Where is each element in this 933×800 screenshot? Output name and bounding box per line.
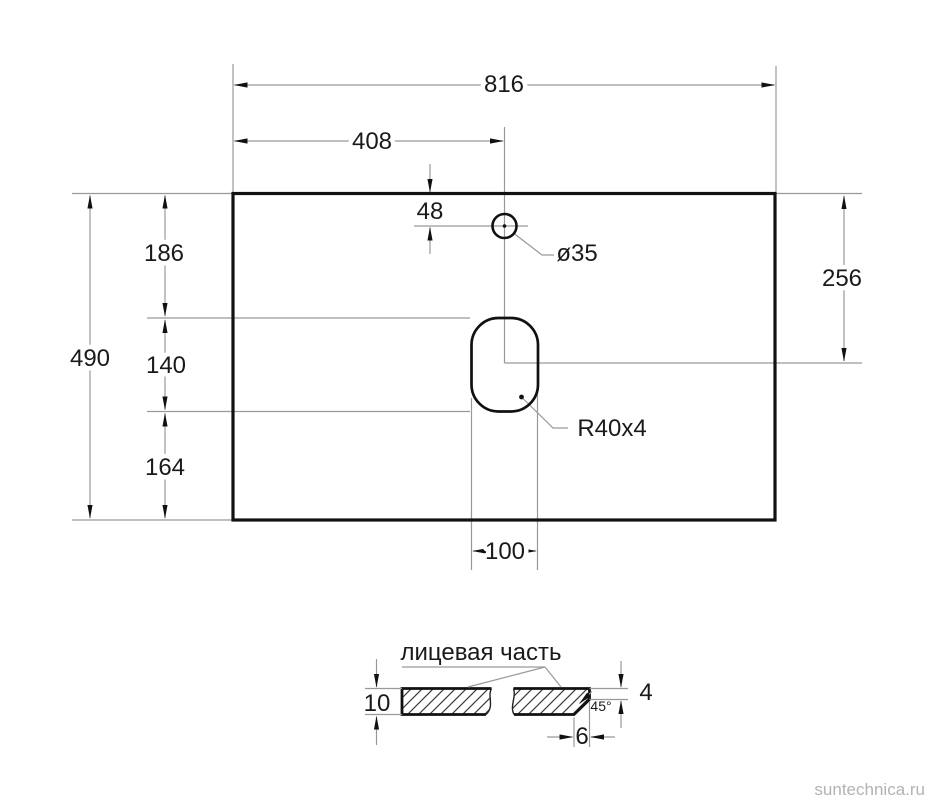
leader-lines [513,233,568,429]
dim-cutout-length: 140 [146,352,186,379]
section-hatch-left [402,688,492,715]
section-extension-lines [365,687,628,747]
break-line-right [511,688,515,715]
section-outline-left [400,687,492,716]
break-line-left [485,688,493,716]
label-cutout-radius: R40x4 [577,415,646,442]
extension-lines [72,64,862,570]
plan-view: 816 408 48 490 186 140 164 256 100 ø35 R… [65,64,867,570]
label-face-side: лицевая часть [400,639,561,666]
faucet-hole-center-dot [502,224,507,228]
dim-chamfer-height: 4 [639,679,652,706]
countertop-outline [231,191,777,522]
dim-cutout-width: 100 [485,538,525,565]
leader-cutout-radius [521,397,568,429]
dim-center-from-top-right: 256 [822,265,862,292]
leader-face-side [402,666,562,688]
section-hatch-right [512,688,590,715]
dim-cutout-to-bottom: 164 [145,454,185,481]
section-view: лицевая часть 10 4 45° 6 [364,639,653,750]
dim-overall-depth: 490 [70,345,110,372]
label-chamfer-angle: 45° [590,698,611,714]
sink-cutout [470,316,540,413]
dim-hole-from-top: 48 [417,198,444,225]
dim-hole-from-left: 408 [352,128,392,155]
leader-chamfer-angle [578,691,593,705]
dim-thickness: 10 [364,690,391,717]
dim-overall-width: 816 [484,71,524,98]
dim-top-to-cutout: 186 [144,240,184,267]
leader-dot [519,394,524,400]
watermark-text: suntechnica.ru [814,780,925,799]
faucet-hole [491,212,518,240]
dimension-lines [87,82,847,554]
label-hole-diameter: ø35 [556,240,597,267]
leader-hole-diameter [513,233,554,256]
dim-chamfer-depth: 6 [575,723,588,750]
section-dimension-lines [373,659,624,745]
